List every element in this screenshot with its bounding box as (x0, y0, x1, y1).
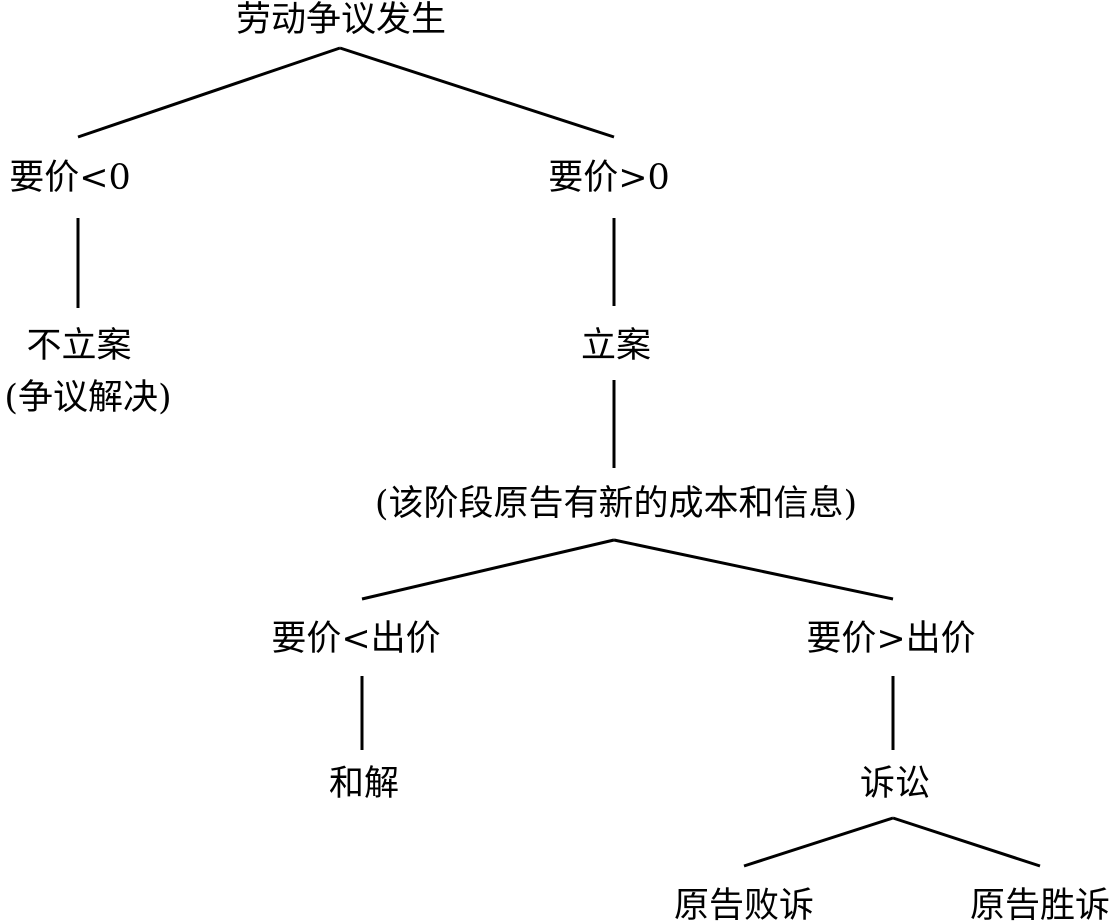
edge-stage-ask-lt-offer (361, 538, 615, 601)
node-no-filing: 不立案 (26, 326, 132, 366)
node-litigation: 诉讼 (859, 764, 931, 804)
node-ask-gt-offer: 要价>出价 (806, 619, 976, 659)
node-root: 劳动争议发生 (235, 0, 447, 40)
node-no-filing-note: (争议解决) (4, 378, 172, 418)
edge-stage-ask-gt-offer (613, 538, 894, 601)
node-ask-lt-0: 要价<0 (9, 158, 131, 198)
edge-root-ask-gt-0 (339, 46, 615, 139)
node-settlement: 和解 (328, 764, 400, 804)
edge-root-ask-lt-0 (77, 46, 341, 139)
edge-litigation-plaintiff-loses (743, 816, 894, 868)
node-plaintiff-loses: 原告败诉 (673, 886, 815, 924)
node-filing: 立案 (580, 326, 652, 366)
edge-litigation-plaintiff-wins (892, 816, 1041, 868)
node-plaintiff-wins: 原告胜诉 (969, 886, 1111, 924)
node-ask-gt-0: 要价>0 (548, 158, 670, 198)
node-stage-note: (该阶段原告有新的成本和信息) (374, 484, 858, 524)
node-ask-lt-offer: 要价<出价 (271, 619, 441, 659)
